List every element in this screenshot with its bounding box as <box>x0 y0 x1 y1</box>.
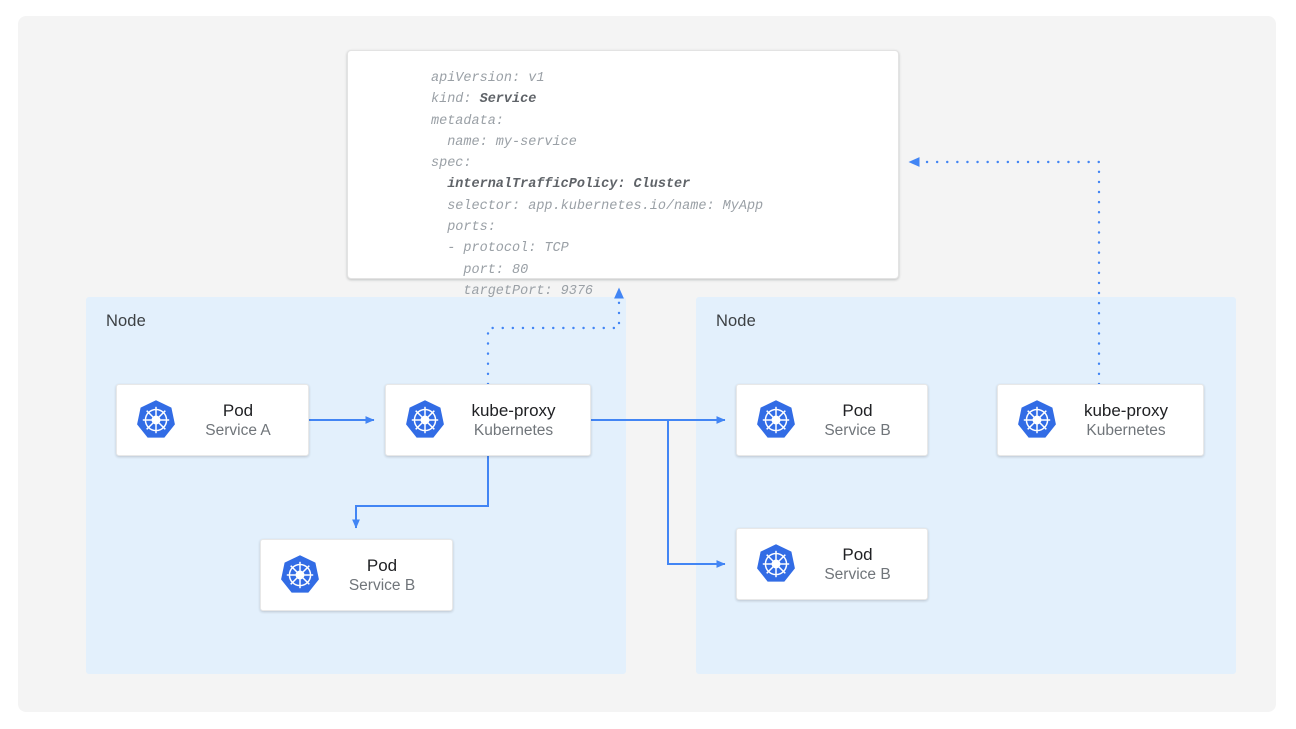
card-subtitle: Kubernetes <box>473 421 554 439</box>
card-subtitle: Service B <box>824 421 891 439</box>
card-title: Pod <box>842 544 873 564</box>
node-label-right: Node <box>716 312 756 330</box>
service-manifest-card: apiVersion: v1 kind: Service metadata: n… <box>347 50 899 299</box>
card-subtitle: Service B <box>348 576 416 594</box>
pod-card-service-a[interactable]: Pod Service A <box>116 384 309 456</box>
pod-card-service-b-left[interactable]: Pod Service B <box>260 539 453 611</box>
service-manifest-code: apiVersion: v1 kind: Service metadata: n… <box>431 71 764 299</box>
card-title: Pod <box>842 400 873 420</box>
kube-proxy-card-left[interactable]: kube-proxy Kubernetes <box>385 384 591 456</box>
card-subtitle: Service B <box>824 565 891 583</box>
node-container-left: Node <box>86 297 626 674</box>
pod-card-service-b-top[interactable]: Pod Service B <box>736 384 928 456</box>
card-subtitle: Service A <box>205 421 271 439</box>
card-title: Pod <box>366 555 398 575</box>
kubernetes-icon <box>403 398 447 442</box>
diagram-canvas: Node Node <box>18 16 1276 712</box>
kubernetes-icon <box>1015 398 1059 442</box>
kubernetes-icon <box>278 553 322 597</box>
kube-proxy-card-right[interactable]: kube-proxy Kubernetes <box>997 384 1204 456</box>
kubernetes-icon <box>134 398 178 442</box>
card-title: kube-proxy <box>1083 400 1169 420</box>
node-container-right: Node <box>696 297 1236 674</box>
card-title: Pod <box>222 400 254 420</box>
card-subtitle: Kubernetes <box>1086 421 1166 439</box>
kubernetes-icon <box>754 542 798 586</box>
kubernetes-icon <box>754 398 798 442</box>
card-title: kube-proxy <box>471 400 556 420</box>
node-label-left: Node <box>106 312 146 330</box>
pod-card-service-b-bottom[interactable]: Pod Service B <box>736 528 928 600</box>
